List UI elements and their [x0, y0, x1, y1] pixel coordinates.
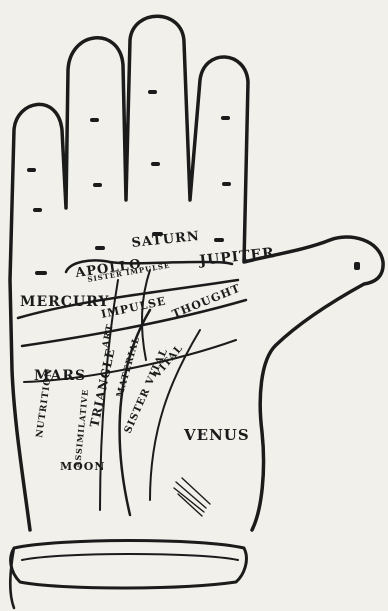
moon-label: MOON	[60, 460, 105, 473]
mercury-label: MERCURY	[20, 294, 109, 310]
sleeve-fold	[22, 554, 238, 560]
sleeve-cuff	[11, 541, 247, 589]
venus-label: VENUS	[183, 426, 250, 444]
triangle-label: TRIANGLE	[87, 347, 117, 429]
mars-label: MARS	[34, 368, 86, 384]
saturn-label: SATURN	[131, 229, 201, 251]
thenar-hatching	[174, 478, 210, 516]
assimilative-label: ASSIMILATIVE	[72, 388, 90, 469]
jupiter-label: JUPITER	[197, 245, 276, 269]
art-label: ART	[101, 323, 116, 350]
